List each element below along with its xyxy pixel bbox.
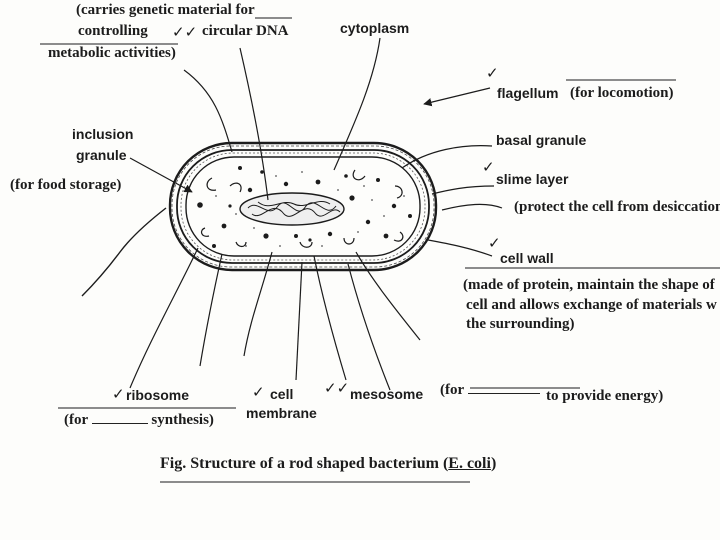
writing-lines [40,17,720,483]
slime-layer-tick-mark: ✓ [482,158,495,176]
flagellum-note: (for locomotion) [570,85,674,101]
cell-wall-note-line-2: cell and allows exchange of materials w [466,297,717,313]
caption-prefix: Fig. Structure of a rod shaped bacterium… [160,455,449,472]
inclusion-granule-label-line-2: granule [76,147,127,163]
circular-dna [239,192,345,226]
ribosome-label: ribosome [126,387,190,403]
mesosome-answer-blank[interactable] [467,393,540,394]
flagellum-tick-mark: ✓ [486,64,499,82]
cell-wall-tick-mark: ✓ [488,234,501,252]
flagellum [81,207,167,297]
leader-lines-right [401,145,503,257]
mesosomes [200,169,404,248]
figure-caption: Fig. Structure of a rod shaped bacterium… [160,455,496,473]
cytoplasm-stipple [215,171,405,247]
ribosome-tick-mark: ✓ [112,385,125,403]
mesosome-note: (for [440,382,540,399]
ribosome-note-prefix: (for [64,412,88,428]
dna-tick-mark: ✓✓ [172,23,198,41]
slime-layer-outline [168,141,438,272]
leader-lines-bottom [129,247,421,391]
dna-note-line-3: metabolic activities) [48,45,176,61]
cell-wall-outline [176,149,430,264]
ribosome-note: (for synthesis) [64,412,214,429]
cell-membrane-outline [185,156,421,257]
caption-organism: E. coli [448,455,491,472]
flagellum-label: flagellum [497,85,559,101]
slime-layer-label: slime layer [496,171,569,187]
cell-wall-label: cell wall [500,250,554,266]
slime-layer-note: (protect the cell from desiccation [514,199,720,215]
cell-wall-note-line-1: (made of protein, maintain the shape of [463,277,715,293]
leader-lines-top [183,37,381,201]
dna-note-line-1: (carries genetic material for [76,2,255,18]
inclusion-granule-leader [129,157,193,193]
dna-note-line-2: controlling [78,23,148,39]
ribosome-note-suffix: synthesis) [151,412,214,428]
cell-membrane-tick-mark: ✓ [252,383,265,401]
caption-suffix: ) [490,455,497,472]
cell-membrane-label-line-2: membrane [246,405,317,421]
mesosome-note-suffix: to provide energy) [546,388,664,404]
flagellum-leader [423,87,491,107]
mesosome-note-prefix: (for [440,382,464,398]
inclusion-granule-label-line-1: inclusion [72,126,134,142]
cell-membrane-label-line-1: cell [270,386,294,402]
inclusion-granule-note: (for food storage) [10,177,122,193]
mesosome-label: mesosome [350,386,424,402]
cell-wall-note-line-3: the surrounding) [466,316,575,332]
circular-dna-label: circular DNA [202,23,289,39]
ribosome-answer-blank[interactable] [91,423,148,424]
cytoplasm-label: cytoplasm [340,20,410,36]
basal-granule-label: basal granule [496,132,587,148]
ribosomes [197,166,412,248]
mesosome-tick-mark: ✓✓ [324,379,350,397]
